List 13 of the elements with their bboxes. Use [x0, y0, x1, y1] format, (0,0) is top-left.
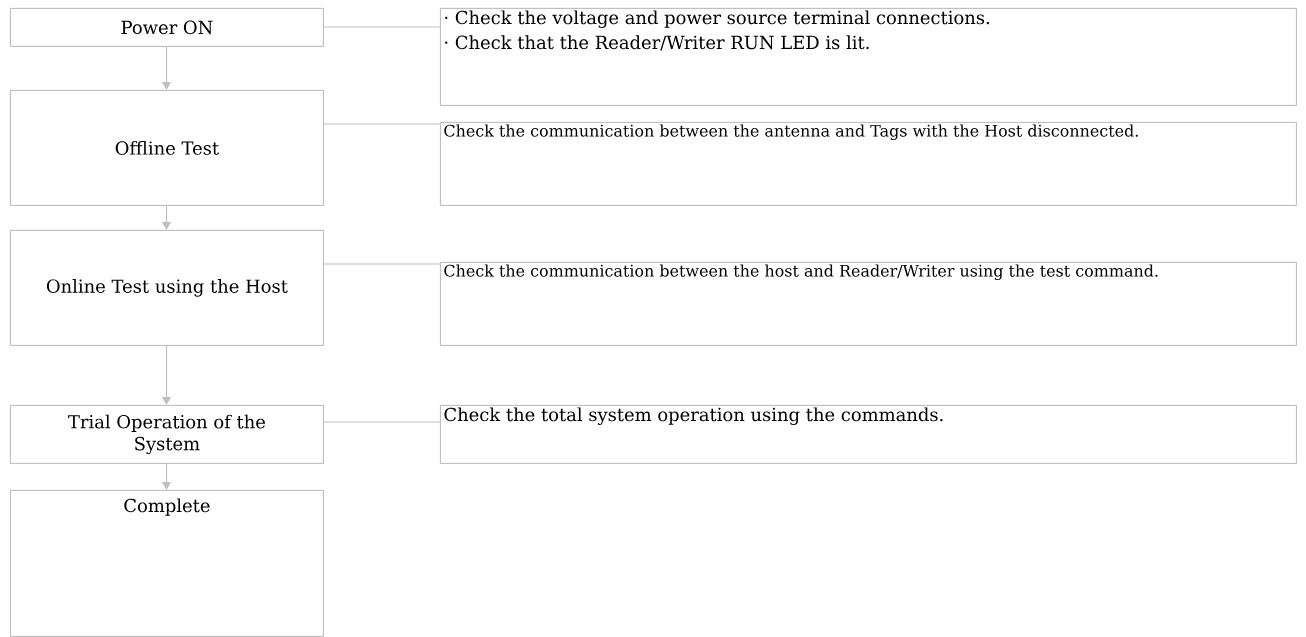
note-box: Check the communication between the host and Reader/Writer using the test command. — [440, 262, 1297, 346]
connector-line — [322, 123, 441, 125]
connector-line — [322, 421, 441, 423]
connector-line — [322, 26, 441, 28]
process-box: Power ON — [10, 8, 324, 47]
note-box: · Check the voltage and power source terminal connections. · Check that the Reader/Writer RUN LED is lit. — [440, 8, 1297, 106]
process-box: Online Test using the Host — [10, 230, 324, 346]
process-box: Trial Operation of the System — [10, 405, 324, 464]
note-box: Check the total system operation using the commands. — [440, 405, 1297, 464]
process-box: Offline Test — [10, 90, 324, 206]
connector-line — [322, 263, 441, 265]
note-box: Check the communication between the antenna and Tags with the Host disconnected. — [440, 122, 1297, 206]
process-box: Complete — [10, 490, 324, 637]
